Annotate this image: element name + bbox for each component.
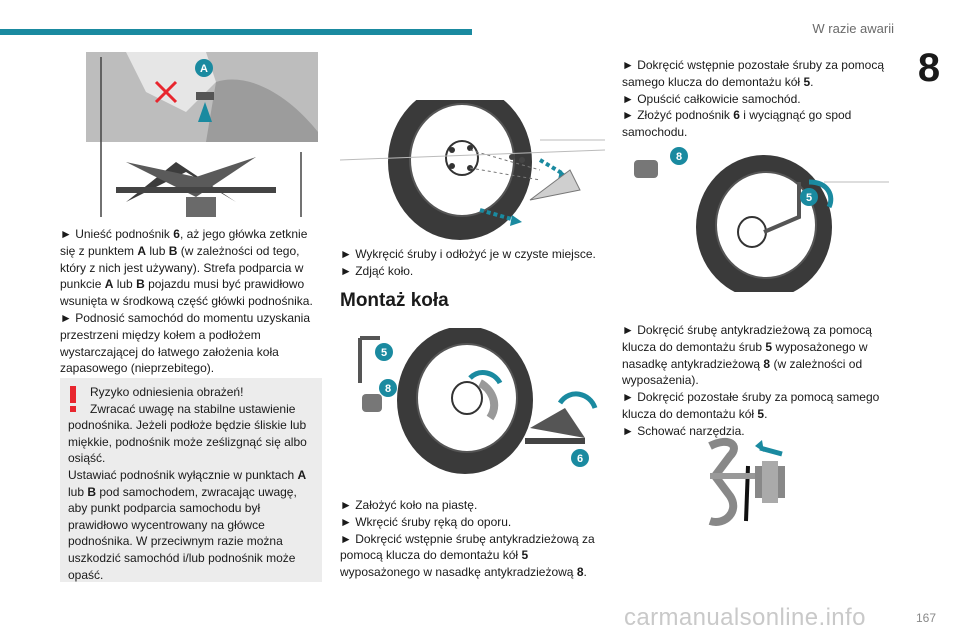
badge-6 [571,449,589,467]
paragraph-remove-wheel: ► Zdjąć koło. [340,263,414,278]
warning-body-1: podnośnika. Jeżeli podłoże będzie śliski… [68,418,307,466]
column-3-bottom: ► Dokręcić śrubę antykradzieżową za pomo… [622,322,892,440]
paragraph-pre-tighten-others: ► Dokręcić wstępnie pozostałe śruby za p… [622,58,884,89]
watermark: carmanualsonline.info [624,604,866,631]
section-title: W razie awarii [812,21,894,36]
paragraph-fit-wheel: ► Założyć koło na piastę. [340,498,478,512]
warning-title: Ryzyko odniesienia obrażeń! [90,385,244,399]
paragraph-lift-car: ► Podnosić samochód do momentu uzyskania… [60,310,311,376]
svg-text:5: 5 [381,347,387,359]
exclamation-warning-icon [70,386,76,412]
warning-line-1: Zwracać uwagę na stabilne ustawienie [90,401,296,416]
svg-text:8: 8 [676,151,682,163]
badge-5 [375,343,393,361]
tightening-illustration: 8 5 [634,147,889,292]
page-number: 167 [915,611,936,625]
warning-box: Ryzyko odniesienia obrażeń! Zwracać uwag… [60,378,322,582]
column-2-bottom: ► Założyć koło na piastę. ► Wkręcić śrub… [340,497,605,581]
paragraph-unscrew-bolts: ► Wykręcić śruby i odłożyć je w czyste m… [340,247,596,261]
svg-text:8: 8 [385,383,391,395]
badge-8b [670,147,688,165]
paragraph-store-tools: ► Schować narzędzia. [622,423,745,438]
badge-5b [800,188,818,206]
chapter-number: 8 [917,45,941,90]
paragraph-raise-jack: ► Unieść podnośnik 6, aż jego główka zet… [60,227,313,309]
column-2-top: ► Wykręcić śruby i odłożyć je w czyste m… [340,246,605,280]
paragraph-pre-tighten-antitheft: ► Dokręcić wstępnie śrubę antykradzieżow… [340,531,595,580]
svg-text:6: 6 [577,453,583,465]
paragraph-hand-tighten: ► Wkręcić śruby ręką do oporu. [340,514,512,529]
label-a: A [200,63,208,75]
warning-text: Ryzyko odniesienia obrażeń! Zwracać uwag… [68,384,316,583]
column-1: ► Unieść podnośnik 6, aż jego główka zet… [60,226,320,377]
warning-body-2: Ustawiać podnośnik wyłącznie w punktach … [68,467,307,582]
wheel-mounting-illustration: 5 8 6 [358,328,598,474]
paragraph-fold-jack: ► Złożyć podnośnik 6 i wyciągnąć go spod… [622,108,852,140]
bolt-illustration [708,437,785,526]
badge-8 [379,379,397,397]
paragraph-tighten-antitheft: ► Dokręcić śrubę antykradzieżową za pomo… [622,323,872,388]
svg-text:5: 5 [806,192,812,204]
paragraph-tighten-others: ► Dokręcić pozostałe śruby za pomocą sam… [622,390,880,421]
heading-wheel-mounting: Montaż koła [340,290,449,311]
wheel-removal-illustration [340,100,605,240]
header-accent-bar [0,29,472,35]
label-a-badge [195,59,213,77]
column-3-top: ► Dokręcić wstępnie pozostałe śruby za p… [622,57,892,141]
jack-illustration: A [86,52,318,217]
paragraph-lower-car: ► Opuścić całkowicie samochód. [622,91,801,106]
